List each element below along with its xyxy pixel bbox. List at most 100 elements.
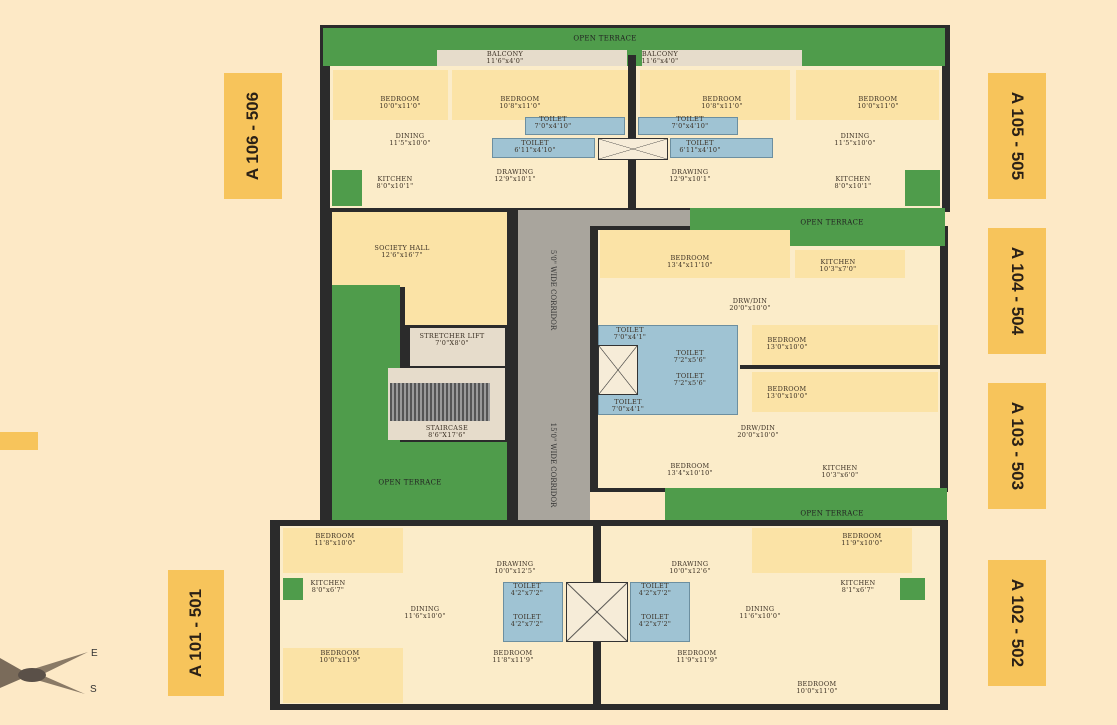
room-dimensions: 11'5"x10'0" bbox=[389, 139, 431, 147]
room-dimensions: 10'8"x11'0" bbox=[499, 102, 541, 110]
unit-tag: A 103 - 503 bbox=[988, 383, 1046, 509]
lift-shaft bbox=[566, 582, 628, 642]
room-dimensions: 11'6"x4'0" bbox=[486, 57, 524, 65]
room-name: BEDROOM bbox=[320, 649, 360, 657]
room-name: KITCHEN bbox=[835, 175, 871, 183]
room-dimensions: 10'0"x11'0" bbox=[379, 102, 421, 110]
room-name: BEDROOM bbox=[858, 95, 898, 103]
unit-tag: A 104 - 504 bbox=[988, 228, 1046, 354]
bedroom-area bbox=[752, 325, 938, 365]
room-name: BALCONY bbox=[641, 50, 679, 58]
room-dimensions: 10'0"x12'5" bbox=[494, 567, 536, 575]
room-name: BALCONY bbox=[486, 50, 524, 58]
compass-icon: E S bbox=[0, 648, 98, 695]
room-dimensions: 6'11"x4'10" bbox=[514, 146, 556, 154]
room-dimensions: 10'3"x7'0" bbox=[819, 265, 857, 273]
room-dimensions: 13'0"x10'0" bbox=[766, 343, 808, 351]
kitchen-counter bbox=[283, 578, 303, 600]
room-name: BEDROOM bbox=[493, 649, 533, 657]
room-name: TOILET bbox=[676, 115, 704, 123]
bedroom-area bbox=[452, 70, 630, 120]
unit-tag: A 106 - 506 bbox=[224, 73, 282, 199]
society-hall-floor bbox=[332, 212, 507, 287]
room-dimensions: 8'0"x10'1" bbox=[834, 182, 872, 190]
room-dimensions: 8'6"X17'6" bbox=[428, 431, 466, 439]
room-name: DRAWING bbox=[496, 560, 534, 568]
room-name: TOILET bbox=[513, 582, 541, 590]
room-dimensions: 11'5"x10'0" bbox=[834, 139, 876, 147]
room-dimensions: 10'8"x11'0" bbox=[701, 102, 743, 110]
balcony-right bbox=[642, 50, 802, 66]
society-hall-floor bbox=[405, 285, 507, 325]
room-dimensions: 11'9"x11'9" bbox=[676, 656, 718, 664]
room-name: BEDROOM bbox=[670, 254, 710, 262]
partition-wall bbox=[740, 365, 940, 369]
toilet-block bbox=[670, 138, 773, 158]
room-dimensions: 13'0"x10'0" bbox=[766, 392, 808, 400]
room-name: KITCHEN bbox=[820, 258, 856, 266]
open-terrace-left bbox=[385, 442, 507, 520]
room-name: SOCIETY HALL bbox=[374, 244, 430, 252]
bedroom-area bbox=[283, 648, 403, 703]
center-wall bbox=[628, 55, 636, 210]
bedroom-area bbox=[796, 70, 939, 120]
room-name: TOILET bbox=[641, 613, 669, 621]
room-dimensions: 8'1"x6'7" bbox=[841, 586, 875, 594]
open-terrace-label: OPEN TERRACE bbox=[378, 478, 442, 487]
room-name: DINING bbox=[745, 605, 775, 613]
room-name: TOILET bbox=[641, 582, 669, 590]
room-dimensions: 20'0"x10'0" bbox=[737, 431, 779, 439]
compass-east: E bbox=[91, 648, 98, 659]
stair-steps bbox=[390, 383, 490, 421]
room-name: BEDROOM bbox=[380, 95, 420, 103]
room-dimensions: 4'2"x7'2" bbox=[638, 589, 672, 597]
room-dimensions: 12'9"x10'1" bbox=[669, 175, 711, 183]
room-dimensions: 8'0"x6'7" bbox=[311, 586, 345, 594]
corridor-label: 5'0" WIDE CORRIDOR bbox=[549, 249, 557, 331]
room-dimensions: 7'2"x5'6" bbox=[673, 356, 707, 364]
toilet-block bbox=[503, 582, 563, 642]
open-terrace-label: OPEN TERRACE bbox=[573, 34, 637, 43]
room-dimensions: 13'4"x11'10" bbox=[667, 261, 713, 269]
room-name: BEDROOM bbox=[677, 649, 717, 657]
room-name: TOILET bbox=[676, 349, 704, 357]
room-dimensions: 7'0"X8'0" bbox=[435, 339, 469, 347]
room-name: BEDROOM bbox=[670, 462, 710, 470]
room-dimensions: 10'3"x6'0" bbox=[821, 471, 859, 479]
unit-tag: A 102 - 502 bbox=[988, 560, 1046, 686]
room-dimensions: 11'6"x10'0" bbox=[404, 612, 446, 620]
unit-tag: A 105 - 505 bbox=[988, 73, 1046, 199]
room-dimensions: 10'0"x11'0" bbox=[857, 102, 899, 110]
open-terrace-label: OPEN TERRACE bbox=[800, 218, 864, 227]
bedroom-area bbox=[752, 528, 912, 573]
toilet-block bbox=[492, 138, 595, 158]
room-dimensions: 12'6"x16'7" bbox=[381, 251, 423, 259]
balcony-left bbox=[437, 50, 627, 66]
room-dimensions: 10'0"x11'0" bbox=[796, 687, 838, 695]
corridor bbox=[590, 210, 690, 228]
